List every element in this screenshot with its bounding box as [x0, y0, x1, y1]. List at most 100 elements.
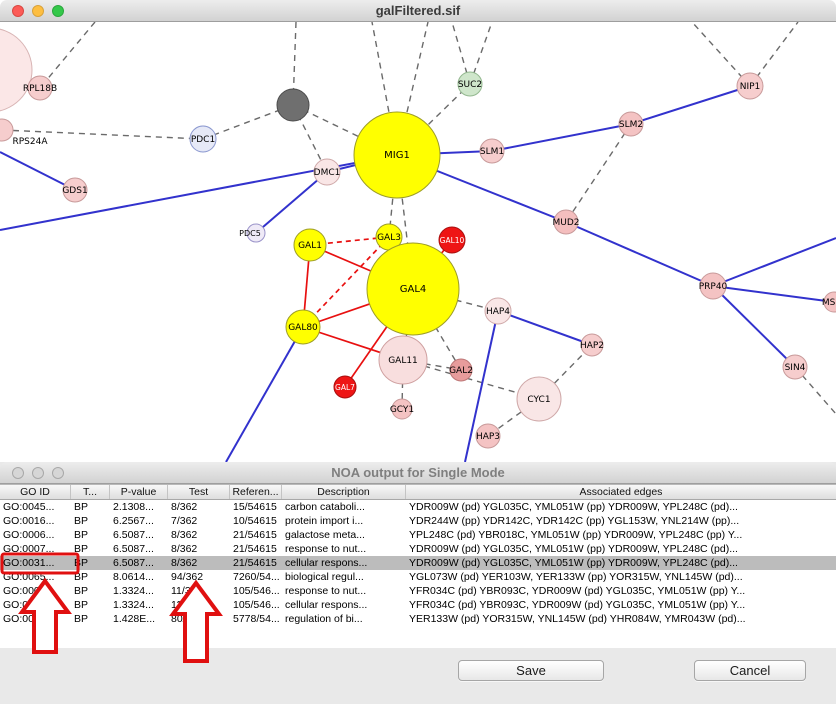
network-node-gal10[interactable]: [438, 226, 466, 254]
save-button[interactable]: Save: [458, 660, 604, 681]
cell-reference: 7260/54...: [233, 571, 280, 583]
network-node-hap4[interactable]: [484, 297, 512, 325]
network-node-rpl18b[interactable]: [27, 75, 53, 101]
network-edge[interactable]: [497, 310, 593, 346]
cell-test: 8/362: [171, 557, 198, 569]
noa-window-titlebar[interactable]: NOA output for Single Mode: [0, 462, 836, 484]
close-button[interactable]: [12, 5, 24, 17]
cell-description: response to nut...: [285, 543, 367, 555]
cell-go-id: GO:0007...: [3, 543, 55, 555]
network-node-sin4[interactable]: [782, 354, 808, 380]
minimize-button[interactable]: [32, 5, 44, 17]
network-edge[interactable]: [255, 171, 328, 234]
cell-reference: 105/546...: [233, 585, 280, 597]
cell-reference: 15/54615: [233, 501, 277, 513]
network-node-rps24a[interactable]: [0, 118, 14, 142]
cell-go-id: GO:0006...: [3, 529, 55, 541]
zoom-button[interactable]: [52, 5, 64, 17]
node-label: RPL18B: [23, 84, 57, 94]
network-edge[interactable]: [630, 85, 751, 125]
cell-associated-edges: YDR009W (pd) YGL035C, YML051W (pp) YDR00…: [409, 543, 738, 555]
network-node-gal80[interactable]: [285, 309, 321, 345]
node-label: GCY1: [390, 405, 414, 415]
network-node-gal2[interactable]: [449, 358, 473, 382]
network-node-cyc1[interactable]: [516, 376, 562, 422]
node-label: SLM1: [480, 147, 504, 157]
cell-associated-edges: YER133W (pd) YOR315W, YNL145W (pd) YHR08…: [409, 613, 746, 625]
network-node-pdc5[interactable]: [246, 223, 266, 243]
column-header-p-value[interactable]: P-value: [110, 485, 168, 499]
cell-go-id: GO:0016...: [3, 515, 55, 527]
node-label: RPS24A: [12, 137, 48, 147]
network-edge[interactable]: [464, 310, 499, 462]
network-node-mud2[interactable]: [553, 209, 579, 235]
cell-type: BP: [74, 585, 89, 597]
network-edge[interactable]: [302, 236, 390, 328]
cell-associated-edges: YFR034C (pd) YBR093C, YDR009W (pd) YGL03…: [409, 585, 746, 597]
network-edge[interactable]: [225, 326, 304, 462]
minimize-button[interactable]: [32, 467, 44, 479]
network-edge[interactable]: [712, 237, 836, 287]
zoom-button[interactable]: [52, 467, 64, 479]
node-label: GAL11: [388, 356, 418, 366]
column-header-test[interactable]: Test: [168, 485, 230, 499]
network-edge[interactable]: [712, 285, 835, 303]
network-window-titlebar[interactable]: galFiltered.sif: [0, 0, 836, 22]
network-node-gds1[interactable]: [62, 177, 88, 203]
network-node-gray[interactable]: [276, 88, 310, 122]
close-button[interactable]: [12, 467, 24, 479]
network-edge[interactable]: [39, 22, 96, 89]
cell-description: galactose meta...: [285, 529, 365, 541]
cell-p-value: 6.2567...: [113, 515, 154, 527]
network-node-mig1[interactable]: [353, 111, 441, 199]
network-canvas[interactable]: RPL18BRPS24AGDS1PDC1MIG1SUC2SLM1SLM2NIP1…: [0, 22, 836, 462]
network-edge[interactable]: [565, 123, 632, 223]
network-node-gal11[interactable]: [378, 335, 428, 385]
column-header-type[interactable]: T...: [71, 485, 110, 499]
network-edge[interactable]: [1, 129, 204, 140]
node-label: SIN4: [785, 363, 806, 373]
node-label: GAL7: [335, 383, 355, 392]
network-node-slm1[interactable]: [479, 138, 505, 164]
network-node-blob[interactable]: [0, 28, 33, 112]
column-header-associated-edges[interactable]: Associated edges: [579, 486, 663, 498]
network-edge[interactable]: [712, 285, 796, 368]
network-node-dmc1[interactable]: [313, 158, 341, 186]
network-edge[interactable]: [292, 104, 398, 156]
column-header-reference[interactable]: Referen...: [230, 485, 282, 499]
network-node-nip1[interactable]: [736, 72, 764, 100]
network-edge[interactable]: [491, 123, 632, 152]
network-node-pdc1[interactable]: [189, 125, 217, 153]
cell-reference: 10/54615: [233, 515, 277, 527]
cell-p-value: 6.5087...: [113, 557, 154, 569]
network-node-hap2[interactable]: [580, 333, 604, 357]
cancel-button[interactable]: Cancel: [694, 660, 806, 681]
network-edge[interactable]: [401, 359, 404, 410]
network-node-gal7[interactable]: [333, 375, 357, 399]
network-node-suc2[interactable]: [457, 71, 483, 97]
network-edge[interactable]: [691, 22, 751, 87]
network-node-gal4[interactable]: [366, 242, 460, 336]
network-node-hap3[interactable]: [475, 423, 501, 449]
column-header-go-id[interactable]: GO ID: [0, 485, 71, 499]
network-node-prp40[interactable]: [699, 272, 727, 300]
cell-reference: 5778/54...: [233, 613, 280, 625]
network-node-slm2[interactable]: [618, 111, 644, 137]
network-node-gcy1[interactable]: [391, 398, 413, 420]
network-edge[interactable]: [0, 151, 76, 191]
network-node-msl1[interactable]: [823, 291, 836, 313]
network-edge[interactable]: [565, 221, 714, 287]
cell-go-id: GO:0031...: [3, 599, 55, 611]
network-node-gal1[interactable]: [293, 228, 327, 262]
column-header-description[interactable]: Description: [282, 485, 406, 499]
